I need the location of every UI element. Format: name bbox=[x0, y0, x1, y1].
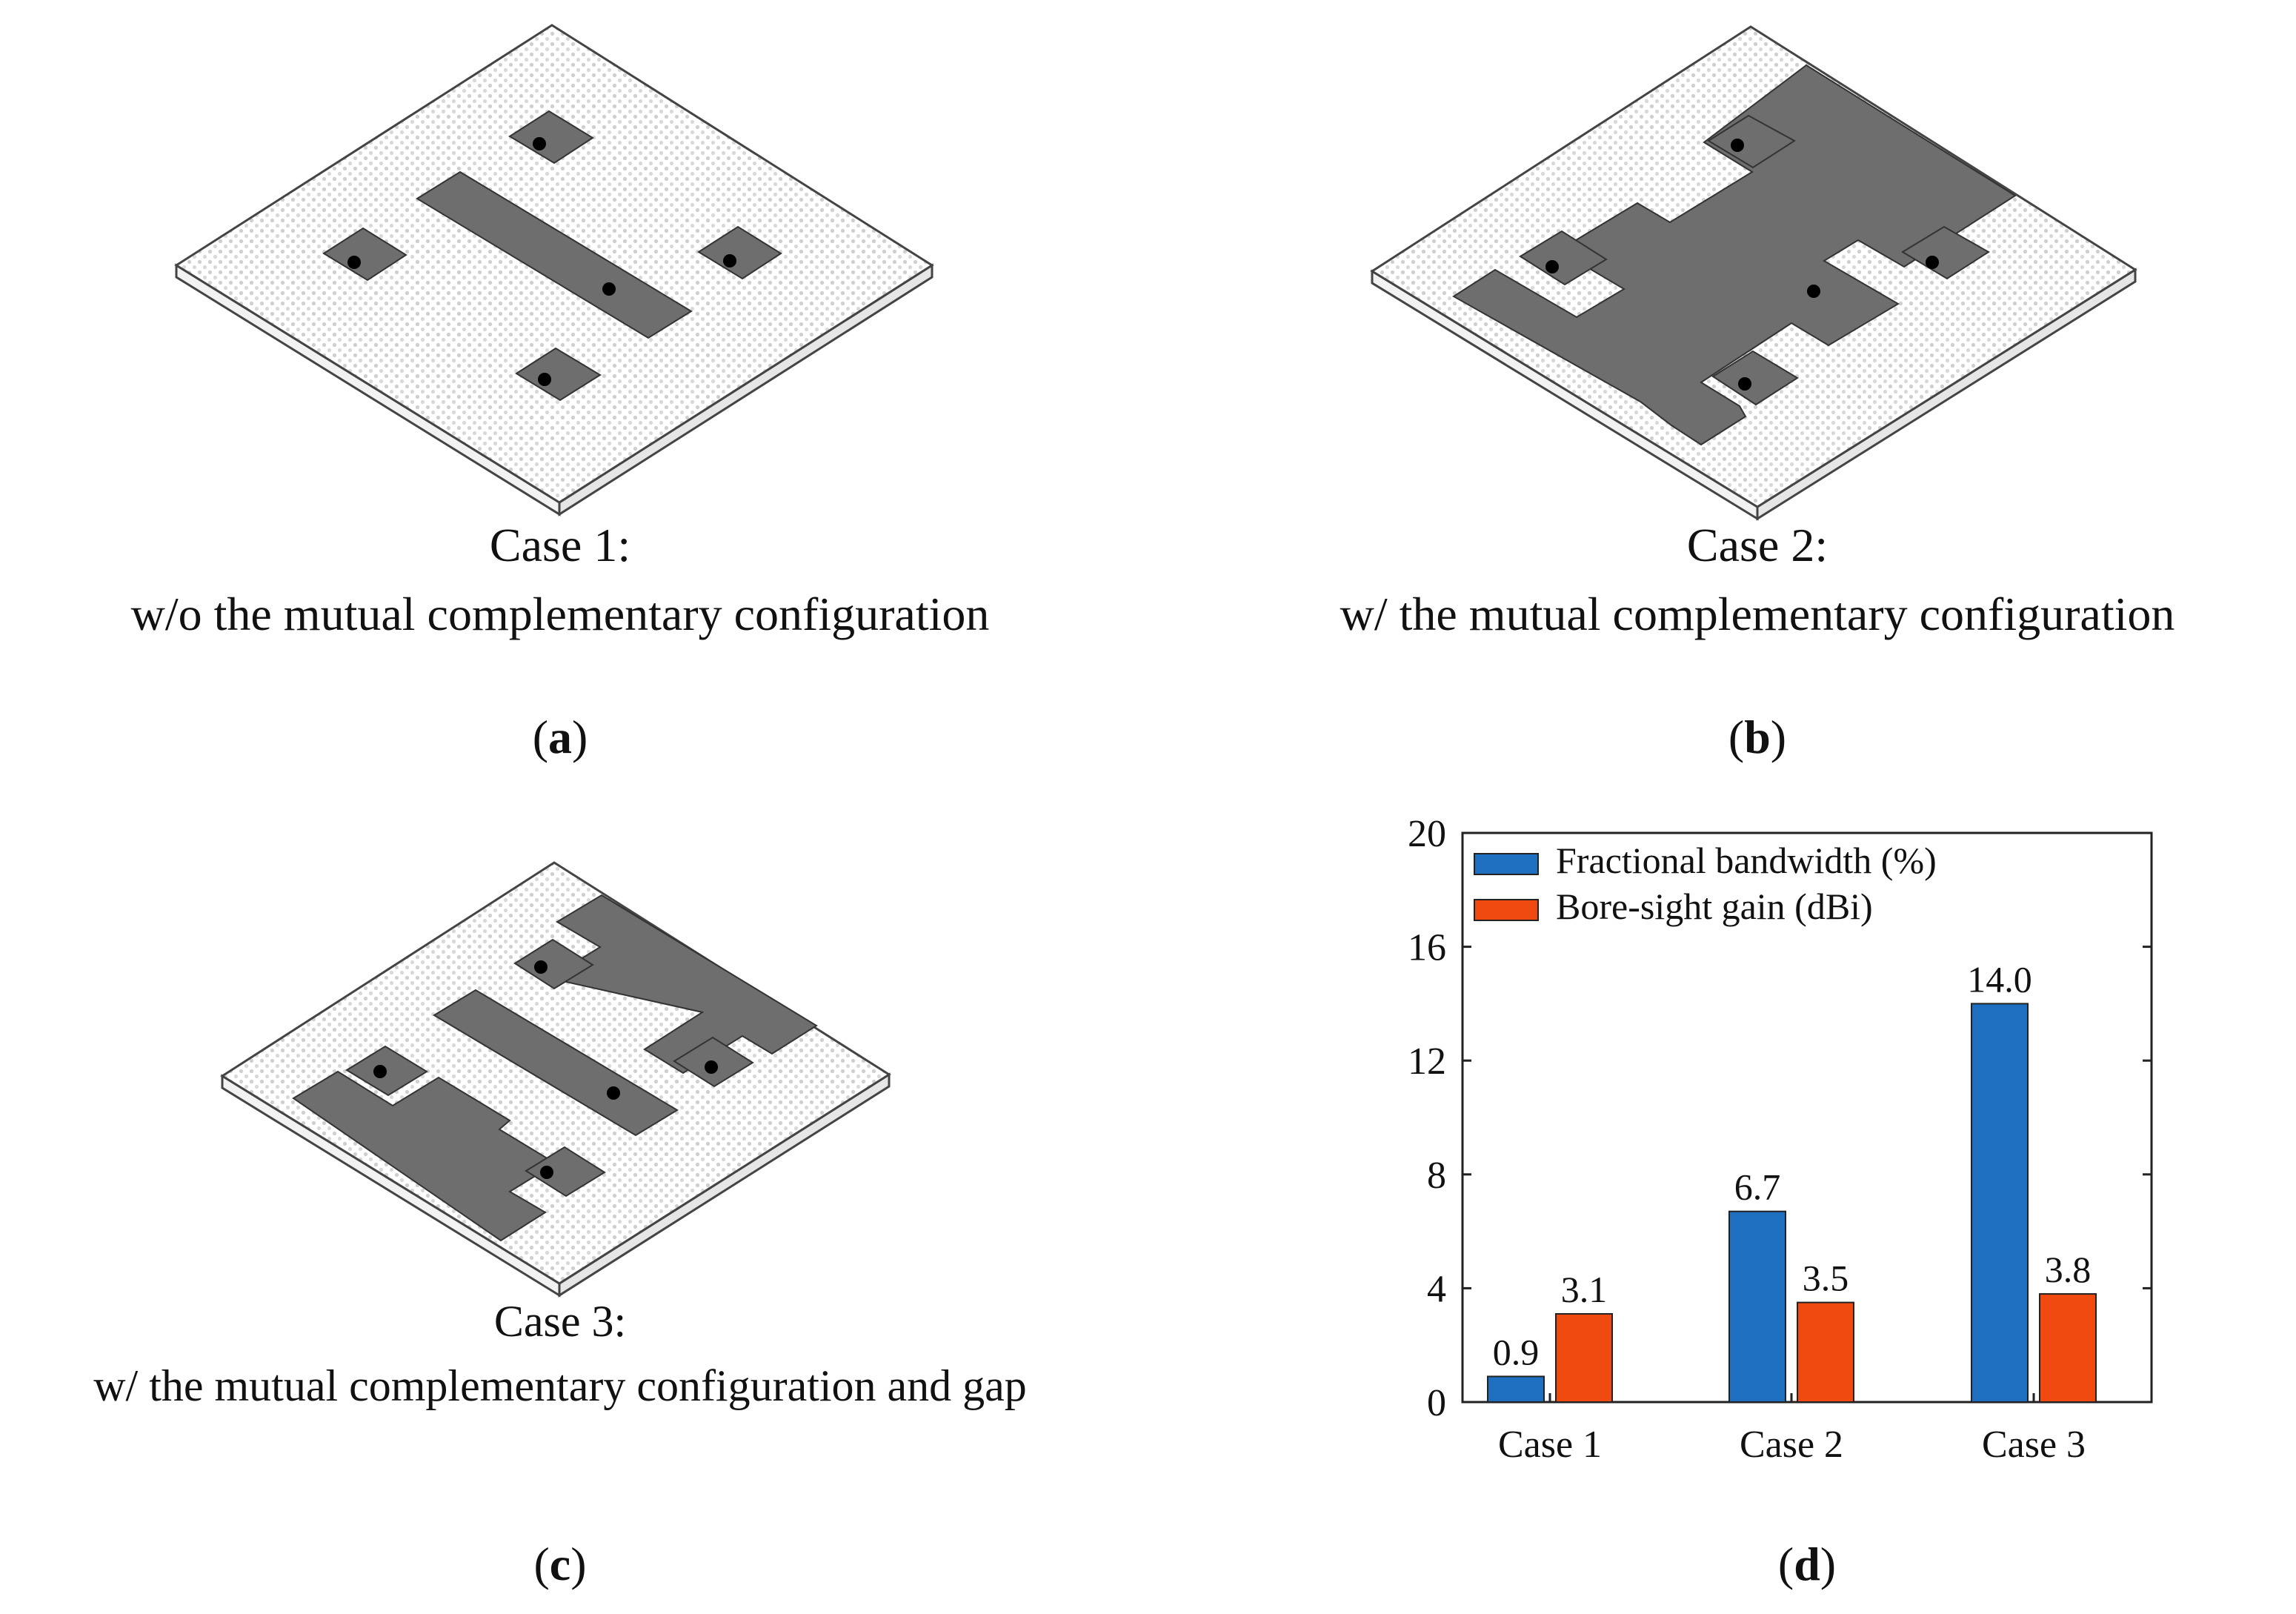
case3-title: Case 3: bbox=[493, 1297, 627, 1346]
parasitic-patch bbox=[345, 1045, 428, 1097]
bar-chart: 0 4 8 12 16 20 Case 1 Case 2 Case 3 0.9 3.1 6.7 3.… bbox=[1408, 813, 2153, 1466]
feed-via bbox=[347, 256, 361, 269]
bar bbox=[2039, 1293, 2097, 1403]
parasitic-patch bbox=[515, 347, 602, 402]
bar-value-label: 3.8 bbox=[2045, 1249, 2092, 1290]
y-tick-label: 12 bbox=[1408, 1040, 1446, 1083]
legend-swatch bbox=[1474, 899, 1539, 921]
case2-antenna-diagram bbox=[1370, 25, 2137, 521]
case2-title: Case 2: bbox=[1686, 519, 1829, 571]
feed-via bbox=[533, 137, 546, 150]
panel-letter: a bbox=[548, 711, 572, 763]
panel-label-c: (c) bbox=[533, 1538, 587, 1590]
feed-via bbox=[538, 373, 551, 386]
feed-via bbox=[1738, 377, 1751, 391]
feed-via bbox=[1545, 260, 1559, 273]
legend-swatch bbox=[1474, 853, 1539, 875]
gap-patch-upper bbox=[548, 894, 818, 1075]
bar-value-label: 0.9 bbox=[1493, 1331, 1540, 1372]
case1-antenna-diagram bbox=[174, 24, 934, 517]
parasitic-patch bbox=[1901, 225, 1990, 280]
case2-caption: Case 2: w/ the mutual complementary conf… bbox=[1231, 511, 2283, 649]
parasitic-patch bbox=[525, 1146, 606, 1198]
bar bbox=[1797, 1301, 1854, 1403]
feed-via bbox=[540, 1166, 553, 1179]
bar-value-label: 14.0 bbox=[1967, 958, 2032, 1000]
bar-series: 0.9 3.1 6.7 3.5 14.0 3.8 bbox=[1487, 958, 2097, 1403]
feed-via bbox=[705, 1060, 718, 1074]
parasitic-patch bbox=[322, 227, 407, 282]
case1-description: w/o the mutual complementary configurati… bbox=[130, 587, 990, 640]
bar-value-label: 6.7 bbox=[1734, 1166, 1781, 1208]
feed-via bbox=[534, 960, 548, 974]
case3-description: w/ the mutual complementary configuratio… bbox=[93, 1361, 1027, 1410]
legend: Fractional bandwidth (%) Bore-sight gain … bbox=[1474, 840, 1937, 927]
bar bbox=[1728, 1210, 1786, 1403]
y-tick-label: 4 bbox=[1427, 1268, 1446, 1310]
parasitic-patch bbox=[1519, 230, 1608, 286]
y-tick-label: 8 bbox=[1427, 1155, 1446, 1197]
parasitic-patch bbox=[1707, 114, 1796, 169]
bar bbox=[1555, 1312, 1613, 1403]
feed-via bbox=[602, 282, 616, 296]
feed-via bbox=[723, 254, 736, 268]
x-tick-label: Case 2 bbox=[1740, 1424, 1843, 1466]
panel-letter: b bbox=[1744, 711, 1771, 763]
case2-description: w/ the mutual complementary configuratio… bbox=[1340, 587, 2175, 640]
legend-label: Bore-sight gain (dBi) bbox=[1556, 886, 1873, 927]
panel-letter: c bbox=[549, 1538, 571, 1590]
case3-caption: Case 3: w/ the mutual complementary conf… bbox=[0, 1289, 1120, 1418]
x-axis: Case 1 Case 2 Case 3 bbox=[1498, 1393, 2086, 1466]
x-tick-label: Case 3 bbox=[1982, 1424, 2086, 1466]
legend-label: Fractional bandwidth (%) bbox=[1556, 840, 1937, 881]
feed-via bbox=[1807, 285, 1820, 298]
gap-patch-lower bbox=[292, 1070, 557, 1242]
case3-antenna-diagram bbox=[220, 861, 891, 1298]
y-tick-label: 20 bbox=[1408, 813, 1446, 855]
case1-title: Case 1: bbox=[489, 519, 631, 571]
feed-via bbox=[1731, 139, 1744, 152]
parasitic-patch bbox=[697, 225, 782, 280]
y-tick-label: 16 bbox=[1408, 927, 1446, 969]
panel-label-a: (a) bbox=[532, 711, 588, 763]
parasitic-patch bbox=[1711, 350, 1799, 406]
bar bbox=[1487, 1375, 1545, 1403]
y-tick-label: 0 bbox=[1427, 1382, 1446, 1424]
parasitic-patch bbox=[508, 110, 594, 165]
bar-value-label: 3.5 bbox=[1803, 1258, 1849, 1299]
bar bbox=[1971, 1003, 2029, 1403]
panel-letter: d bbox=[1794, 1538, 1820, 1590]
feed-via bbox=[1926, 256, 1939, 269]
bar-value-label: 3.1 bbox=[1561, 1269, 1608, 1310]
y-axis: 0 4 8 12 16 20 bbox=[1408, 813, 2152, 1424]
parasitic-patch bbox=[513, 938, 594, 990]
center-patch bbox=[416, 170, 693, 339]
panel-label-d: (d) bbox=[1777, 1538, 1837, 1590]
x-tick-label: Case 1 bbox=[1498, 1424, 1602, 1466]
feed-via bbox=[373, 1065, 387, 1078]
panel-label-b: (b) bbox=[1728, 711, 1787, 763]
case1-caption: Case 1: w/o the mutual complementary con… bbox=[0, 511, 1120, 649]
feed-via bbox=[607, 1086, 620, 1100]
